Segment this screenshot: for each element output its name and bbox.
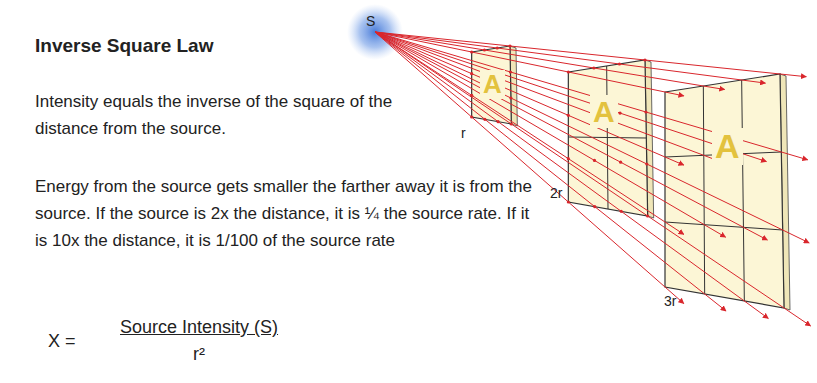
ray [375, 32, 766, 162]
ray-dot [496, 46, 499, 49]
ray-dot [646, 214, 649, 217]
ray-dot [470, 115, 473, 118]
ray-dot [619, 161, 622, 164]
area-square [665, 74, 790, 310]
ray [375, 32, 806, 77]
ray-dot [593, 205, 596, 208]
formula-lhs: X = [48, 332, 76, 352]
area-label: A [480, 70, 505, 99]
ray-dot [567, 114, 570, 117]
formula-denominator: r² [193, 345, 205, 365]
area-square [568, 60, 653, 218]
ray [375, 32, 768, 318]
ray-dot [618, 112, 621, 115]
statement: Intensity equals the inverse of the squa… [35, 88, 425, 142]
source-label: S [366, 14, 375, 29]
ray-dot [618, 62, 621, 65]
ray-dot [470, 72, 473, 75]
ray-dot [567, 157, 570, 160]
ray-dot [567, 200, 570, 203]
ray-dot [644, 110, 647, 113]
ray [375, 32, 725, 163]
ray-dot [509, 70, 512, 73]
ray-dot [509, 96, 512, 99]
ray [375, 32, 684, 234]
ray-dot [643, 58, 646, 61]
ray [375, 32, 684, 96]
formula-numerator: Source Intensity (S) [120, 318, 278, 338]
distance-label: 3r [664, 294, 676, 309]
ray [375, 32, 766, 83]
ray-dot [567, 70, 570, 73]
ray [375, 32, 684, 304]
ray-dot [497, 120, 500, 123]
ray-dot [483, 118, 486, 121]
explanation: Energy from the source gets smaller the … [35, 173, 535, 254]
ray-dot [620, 210, 623, 213]
area-label: A [590, 95, 618, 128]
ray-dot [508, 44, 511, 47]
distance-label: 2r [550, 186, 562, 201]
ray-dot [470, 50, 473, 53]
ray-dot [483, 48, 486, 51]
ray-dot [592, 66, 595, 69]
ray [375, 32, 726, 311]
ray-dot [593, 159, 596, 162]
distance-label: r [461, 126, 466, 141]
ray-dot [645, 162, 648, 165]
area-label: A [712, 128, 743, 165]
title: Inverse Square Law [35, 32, 213, 59]
ray [375, 32, 725, 90]
ray [375, 32, 808, 160]
ray-dot [510, 122, 513, 125]
